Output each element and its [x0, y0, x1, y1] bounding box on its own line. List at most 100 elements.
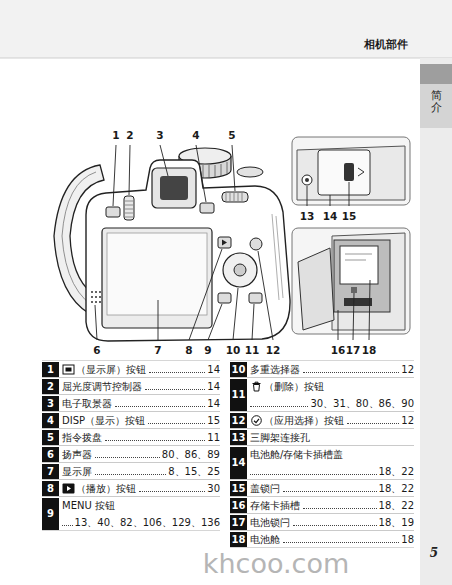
delete-button	[249, 293, 262, 303]
viewfinder-eyecup	[152, 168, 196, 208]
table-row: （播放）按钮 30	[62, 480, 220, 497]
trash-icon	[250, 381, 263, 392]
table-rule	[230, 513, 414, 514]
row-line: 盖锁闩18、22	[250, 480, 414, 497]
callout-number: 12	[261, 343, 285, 357]
diopter-control	[124, 196, 134, 220]
table-rule	[42, 479, 220, 480]
number-badge: 10	[230, 362, 247, 377]
chamber-opening	[334, 240, 390, 312]
table-rule	[230, 445, 414, 446]
callout-number: 13	[295, 209, 319, 223]
table-rule	[230, 530, 414, 531]
table-rule	[42, 394, 220, 395]
dot-leader	[95, 474, 166, 475]
viewfinder-window	[160, 176, 188, 200]
leader-line	[338, 310, 339, 340]
apply-button	[250, 238, 262, 250]
table-row: 显示屏8、15、25	[62, 463, 220, 480]
part-name: （播放）按钮	[76, 480, 136, 497]
badge-number: 7	[47, 466, 54, 478]
dot-leader	[115, 406, 205, 407]
number-badge: 6	[42, 447, 59, 462]
table-rule	[230, 360, 414, 361]
table-row: 屈光度调节控制器14	[62, 378, 220, 395]
badge-number: 13	[232, 432, 246, 444]
badge-number: 15	[232, 483, 246, 495]
page-reference: 13、40、82、106、129、136	[75, 514, 220, 531]
command-dial	[222, 192, 248, 202]
table-rule	[42, 428, 220, 429]
camera-underside	[297, 146, 405, 200]
table-rule	[42, 530, 220, 531]
table-rule	[230, 428, 414, 429]
table-rule	[230, 411, 414, 412]
icon-part	[253, 382, 261, 383]
zoom-ring	[237, 167, 263, 177]
callout-number: 6	[85, 343, 109, 357]
number-badge: 14	[230, 447, 247, 479]
battery-marking	[345, 254, 372, 260]
number-badge: 4	[42, 413, 59, 428]
camera-body	[86, 160, 290, 341]
part-name: 存储卡插槽	[250, 497, 300, 514]
table-row: 电子取景器14	[62, 395, 220, 412]
badge-number: 2	[47, 381, 54, 393]
number-badge: 12	[230, 413, 247, 428]
table-row: 扬声器80、86、89	[62, 446, 220, 463]
part-name: 三脚架连接孔	[250, 429, 310, 446]
table-rule	[230, 479, 414, 480]
table-row: 三脚架连接孔	[250, 429, 414, 446]
page-header: 相机部件	[320, 37, 408, 51]
part-name: 电池锁闩	[250, 514, 290, 531]
page-reference: 80、86、89	[162, 446, 220, 463]
page-reference: 15	[207, 412, 220, 429]
monitor-button	[106, 207, 120, 217]
table-rule	[42, 377, 220, 378]
row-line: （播放）按钮 30	[62, 480, 220, 497]
row-line: 三脚架连接孔	[250, 429, 414, 446]
callout-number: 5	[220, 128, 244, 142]
icon-part	[63, 484, 75, 494]
callout-number: 15	[337, 209, 361, 223]
dot-leader	[148, 423, 205, 424]
inset-frame	[292, 228, 410, 334]
callout-number: 10	[221, 343, 245, 357]
number-badge: 1	[42, 362, 59, 377]
row-line: （应用选择）按钮12	[250, 412, 414, 429]
callout-number: 11	[240, 343, 264, 357]
row-line: 多重选择器12	[250, 361, 414, 378]
page-reference: 12	[401, 412, 414, 429]
apply-icon	[250, 415, 263, 426]
leader-line	[307, 186, 308, 206]
table-row: 多重选择器12	[250, 361, 414, 378]
part-name: （显示屏）按钮	[76, 361, 146, 378]
part-name: 盖锁闩	[250, 480, 280, 497]
part-name: 电子取景器	[62, 395, 112, 412]
callout-number: 8	[177, 343, 201, 357]
table-rule	[42, 496, 220, 497]
table-rule	[230, 445, 414, 446]
icon-part	[254, 385, 260, 392]
table-row: DISP（显示）按钮15	[62, 412, 220, 429]
table-rule	[42, 479, 220, 480]
dot-leader	[105, 440, 205, 441]
part-name: 屈光度调节控制器	[62, 378, 142, 395]
badge-number: 10	[232, 364, 246, 376]
callout-number: 17	[341, 343, 365, 357]
row-line: 13、40、82、106、129、136	[62, 514, 220, 531]
leader-line	[232, 145, 235, 191]
table-rule	[230, 428, 414, 429]
table-row: （显示屏）按钮14	[62, 361, 220, 378]
display-icon	[62, 364, 75, 375]
leader-line	[95, 305, 97, 340]
open-cover	[298, 248, 334, 330]
callout-number: 3	[148, 128, 172, 142]
row-line: 屈光度调节控制器14	[62, 378, 220, 395]
icon-part	[252, 416, 262, 426]
dot-leader	[250, 474, 377, 475]
table-row: 电池舱/存储卡插槽盖18、22	[250, 446, 414, 480]
leader-line	[160, 145, 168, 176]
page-reference: 30	[207, 480, 220, 497]
row-line: 30、31、80、86、90	[250, 395, 414, 412]
